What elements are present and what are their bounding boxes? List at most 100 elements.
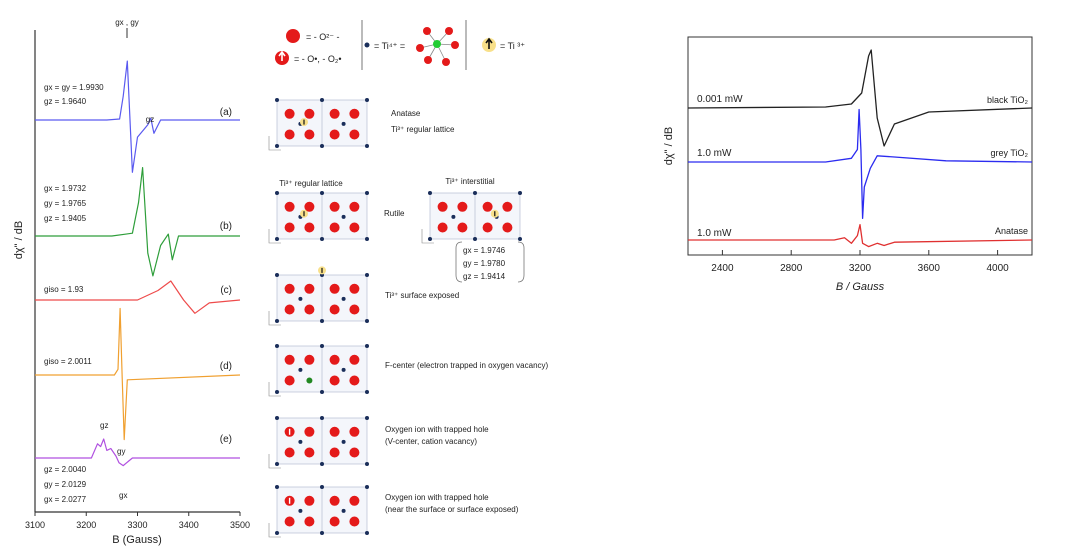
ti4-ion (365, 462, 369, 466)
oxygen-ion (482, 201, 493, 212)
right-series-line-2 (688, 223, 1033, 248)
ti4-ion (365, 390, 369, 394)
oxygen-ion (329, 304, 340, 315)
oxygen-ion (304, 447, 315, 458)
electron-vacancy (306, 377, 313, 384)
params-e-3: gx = 2.0277 (44, 495, 87, 504)
oxygen-ion (304, 495, 315, 506)
legend-ti3: = Ti ³⁺ (500, 41, 525, 51)
ti4-ion (518, 237, 522, 241)
ti4-ion (365, 191, 369, 195)
axes-icon (268, 136, 281, 151)
schematic-anatase-sub: Ti³⁺ regular lattice (391, 125, 455, 134)
ti4-ion (298, 296, 303, 301)
oxygen-ion (304, 222, 315, 233)
left-series-line-4 (35, 438, 240, 467)
axes-icon (268, 454, 281, 469)
power-label-anatase: 1.0 mW (697, 228, 732, 239)
ti4-ion (428, 237, 432, 241)
ti4-ion (365, 273, 369, 277)
left-x-tick-label: 3300 (127, 520, 147, 530)
schematic-vcenter-sub: (V-center, cation vacancy) (385, 437, 477, 446)
params-b-3: gz = 1.9405 (44, 214, 87, 223)
right-x-axis-label: B / Gauss (836, 281, 885, 293)
left-series (35, 60, 241, 467)
spectrum-tag-e: (e) (220, 434, 232, 445)
ti4-ion (365, 344, 369, 348)
oxygen-ion (349, 283, 360, 294)
ti4-ion (298, 439, 303, 444)
ti4-ion (275, 191, 279, 195)
params-bracket (455, 241, 525, 283)
ti4-ion (320, 237, 324, 241)
oxygen-ion (304, 283, 315, 294)
oxygen-ion (304, 354, 315, 365)
mark-e-gx: gx (119, 491, 127, 500)
ti4-ion (275, 273, 279, 277)
oxygen-ion (284, 129, 295, 140)
ti4-ion (320, 344, 324, 348)
oxygen-ion (349, 129, 360, 140)
ti4-ion (275, 98, 279, 102)
oxygen-ion (284, 354, 295, 365)
ti4-ion (275, 390, 279, 394)
ti4-ion (275, 462, 279, 466)
oxygen-ion (349, 354, 360, 365)
right-series-line-0 (687, 49, 1033, 147)
schematic-surface-label: Ti³⁺ surface exposed (385, 291, 459, 300)
legend-ti4: = Ti⁴⁺ = (374, 41, 405, 51)
axes-icon (268, 311, 281, 326)
left-series-line-3 (35, 307, 241, 441)
params-d-1: giso = 2.0011 (44, 357, 92, 366)
ti4-ion (341, 296, 346, 301)
ti4-ion (365, 416, 369, 420)
ti4-ion (365, 98, 369, 102)
oxygen-ion (304, 304, 315, 315)
oxygen-ion (284, 447, 295, 458)
oxygen-ion (349, 222, 360, 233)
right-series (687, 49, 1033, 248)
peak-label-a: gx , gy (115, 18, 139, 27)
ti4-ion (275, 344, 279, 348)
spectrum-tag-d: (d) (220, 361, 232, 372)
oxygen-ion (284, 516, 295, 527)
ti3-arrow-icon (485, 37, 493, 49)
axes-icon (421, 229, 434, 244)
ti4-ion (341, 121, 346, 126)
ti4-ion (365, 237, 369, 241)
power-label-grey: 1.0 mW (697, 148, 732, 159)
ti4-ion (320, 462, 324, 466)
left-series-line-1 (35, 167, 240, 277)
ti4-ion (275, 416, 279, 420)
oxygen-ion (284, 375, 295, 386)
ti4-ion (473, 237, 477, 241)
oxygen-ion (349, 375, 360, 386)
ti4-ion (341, 508, 346, 513)
oxygen-ion (329, 222, 340, 233)
ti4-ion (320, 390, 324, 394)
ti4-ion (275, 485, 279, 489)
right-y-axis-label: dχ" / dB (663, 127, 675, 165)
octahedron-icon (416, 27, 459, 66)
oxygen-ion (304, 129, 315, 140)
schematic-rutile-label: Rutile (384, 209, 405, 218)
schematic-anatase-label: Anatase (391, 109, 421, 118)
oxygen-ion (329, 516, 340, 527)
left-series-line-0 (35, 60, 240, 173)
left-x-axis-label: B (Gauss) (112, 534, 162, 546)
ti4-symbol (364, 42, 370, 48)
ohole-arrow-icon (278, 50, 286, 61)
spectrum-tag-c: (c) (220, 285, 232, 296)
left-x-tick-label: 3500 (230, 520, 250, 530)
oxygen-ion (457, 201, 468, 212)
ti4-ion (298, 508, 303, 513)
ti4-ion (341, 367, 346, 372)
ti4-ion (320, 531, 324, 535)
schematic-rutile-title-right: Ti³⁺ interstitial (445, 177, 494, 186)
oxygen-ion (502, 201, 513, 212)
series-label-black: black TiO₂ (987, 95, 1029, 105)
series-label-grey: grey TiO₂ (990, 148, 1028, 158)
ti4-ion (428, 191, 432, 195)
